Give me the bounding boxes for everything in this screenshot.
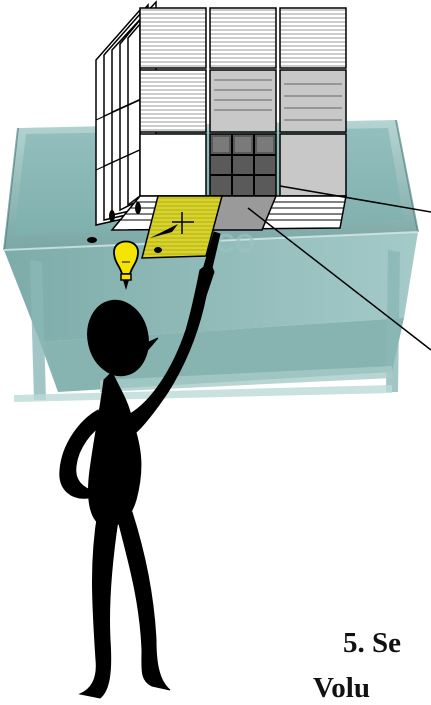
caption-line-1: 5. Se [343,627,401,660]
caption-line-2: Volu [313,672,370,705]
